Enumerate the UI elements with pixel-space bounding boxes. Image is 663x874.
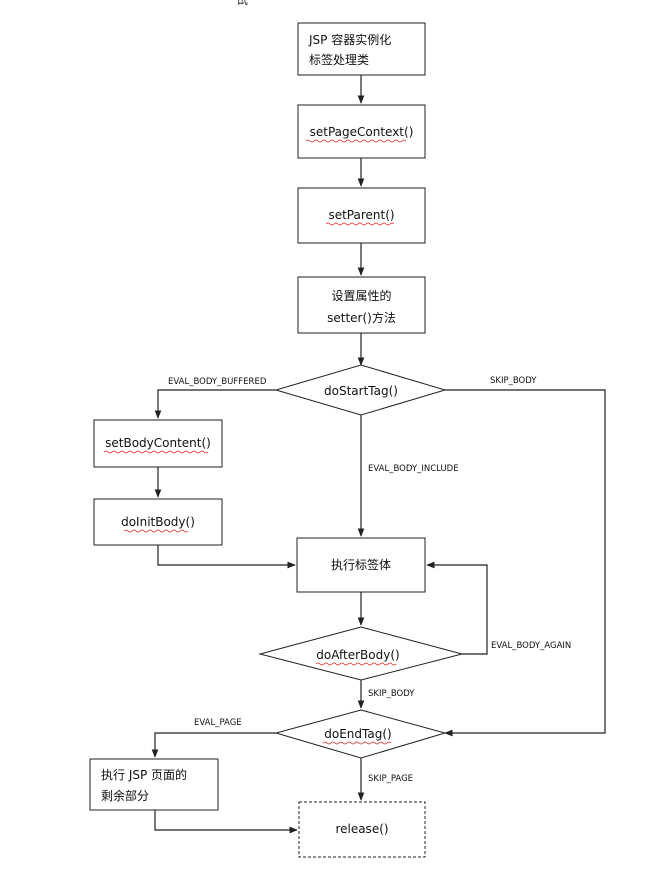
node-release-label: release() bbox=[335, 822, 388, 836]
label-skip-page: SKIP_PAGE bbox=[368, 774, 413, 784]
node-executepagerest-line2: 剩余部分 bbox=[101, 788, 149, 803]
node-doinitbody-label: doInitBody() bbox=[121, 515, 195, 529]
edge-executepagerest-to-release bbox=[154, 810, 298, 834]
node-instantiate: JSP 容器实例化 标签处理类 bbox=[297, 22, 426, 76]
label-eval-body-buffered: EVAL_BODY_BUFFERED bbox=[168, 377, 267, 387]
node-executepagerest-line1: 执行 JSP 页面的 bbox=[101, 767, 187, 782]
node-doendtag-label: doEndTag() bbox=[324, 727, 391, 741]
node-instantiate-line2: 标签处理类 bbox=[309, 52, 369, 67]
edge-doendtag-to-executepagerest bbox=[151, 732, 276, 758]
edge-doafterbody-to-executebody-again bbox=[426, 561, 488, 655]
label-eval-page: EVAL_PAGE bbox=[194, 718, 242, 728]
node-dostarttag-label: doStartTag() bbox=[324, 384, 398, 398]
node-setbodycontent: setBodyContent() bbox=[93, 419, 223, 468]
node-release: release() bbox=[298, 801, 426, 858]
node-executebody-label: 执行标签体 bbox=[331, 557, 391, 572]
label-eval-body-include: EVAL_BODY_INCLUDE bbox=[368, 464, 459, 474]
edge-labels: EVAL_BODY_BUFFERED SKIP_BODY EVAL_BODY_I… bbox=[168, 376, 571, 784]
node-setpagecontext-label: setPageContext() bbox=[310, 125, 414, 139]
node-doafterbody: doAfterBody() bbox=[258, 626, 464, 681]
stray-top-glyph: 试 bbox=[236, 0, 248, 7]
node-setparent: setParent() bbox=[297, 187, 426, 244]
label-skip-body-start: SKIP_BODY bbox=[490, 376, 537, 386]
node-setpagecontext: setPageContext() bbox=[297, 104, 426, 159]
node-setparent-label: setParent() bbox=[328, 208, 394, 222]
node-executebody: 执行标签体 bbox=[296, 537, 426, 593]
node-setbodycontent-label: setBodyContent() bbox=[105, 436, 211, 450]
node-doinitbody: doInitBody() bbox=[93, 498, 223, 546]
node-executepagerest: 执行 JSP 页面的 剩余部分 bbox=[89, 758, 219, 811]
node-instantiate-line1: JSP 容器实例化 bbox=[308, 32, 391, 47]
edge-doinitbody-to-executebody bbox=[157, 545, 296, 569]
edge-dostarttag-to-doendtag-skipbody bbox=[444, 389, 606, 737]
node-doafterbody-label: doAfterBody() bbox=[316, 648, 399, 662]
edge-dostarttag-to-setbodycontent bbox=[154, 389, 276, 419]
node-doendtag: doEndTag() bbox=[274, 709, 447, 759]
node-dostarttag: doStartTag() bbox=[274, 364, 447, 416]
node-setters-line2: setter()方法 bbox=[327, 310, 396, 325]
label-eval-body-again: EVAL_BODY_AGAIN bbox=[491, 641, 571, 651]
node-setters-line1: 设置属性的 bbox=[331, 288, 391, 303]
node-setters: 设置属性的 setter()方法 bbox=[297, 276, 426, 334]
edges bbox=[151, 75, 606, 834]
label-skip-body-after: SKIP_BODY bbox=[368, 689, 415, 699]
